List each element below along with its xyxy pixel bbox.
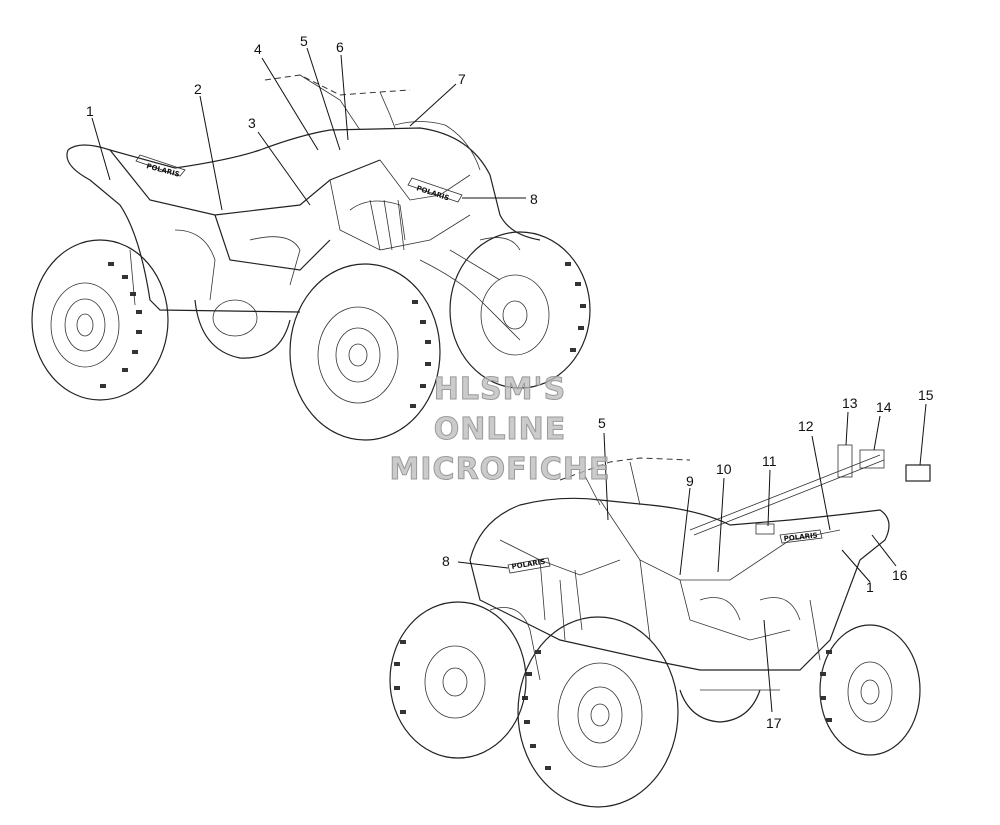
callout-right-8: 8	[442, 553, 450, 569]
watermark-line-1: HLSM'S	[433, 372, 567, 408]
callout-right-13: 13	[842, 395, 858, 411]
seat-decal-text-right: POLARIS	[783, 531, 818, 543]
watermark-line-2: ONLINE	[433, 412, 567, 448]
callout-right-16: 16	[892, 567, 908, 583]
atv-right-seat-decal: POLARIS	[779, 529, 823, 544]
callout-left-6: 6	[336, 39, 344, 55]
side-decal-text: POLARIS	[415, 184, 450, 202]
callout-right-11: 11	[762, 453, 777, 469]
atv-right-side-decal: POLARIS	[507, 557, 551, 574]
atv-right-front-wheel	[517, 616, 679, 808]
callout-right-5: 5	[598, 415, 606, 431]
callout-left-2: 2	[194, 81, 202, 97]
decal-13-placard	[837, 444, 853, 478]
atv-left-rear-far-wheel	[194, 299, 291, 359]
watermark-line-3: MICROFICHE	[389, 452, 611, 488]
atv-right-front-far-wheel	[389, 601, 527, 759]
atv-left-seat-decal: POLARIS	[135, 154, 186, 179]
callout-right-17: 17	[766, 715, 782, 731]
callout-right-14: 14	[876, 399, 892, 415]
callout-left-1: 1	[86, 103, 94, 119]
atv-right-rear-wheel	[819, 624, 921, 756]
atv-left-view: POLARIS POLARIS 1 2 3 4 5 6 7 8	[31, 33, 591, 441]
callout-right-12: 12	[798, 418, 814, 434]
callout-right-15: 15	[918, 387, 934, 403]
atv-left-rear-wheel	[31, 239, 169, 401]
decal-11-placard	[755, 523, 775, 535]
callout-left-4: 4	[254, 41, 262, 57]
callouts-right: 5 8 9 10 11 12 13 14 15 16 1 17	[442, 387, 934, 731]
atv-right-rear-far-wheel	[679, 689, 761, 723]
callout-left-7: 7	[458, 71, 466, 87]
decal-15-placard	[905, 464, 931, 482]
callout-right-9: 9	[686, 473, 694, 489]
callouts-left: 1 2 3 4 5 6 7 8	[86, 33, 538, 211]
atv-left-front-wheel	[289, 263, 441, 441]
callout-right-1: 1	[866, 579, 874, 595]
decal-14-placard	[859, 449, 885, 469]
callout-right-10: 10	[716, 461, 732, 477]
callout-left-5: 5	[300, 33, 308, 49]
callout-left-8: 8	[530, 191, 538, 207]
atv-right-view: POLARIS POLARIS 5 8 9 10 11 12	[389, 387, 934, 808]
callout-left-3: 3	[248, 115, 256, 131]
atv-left-front-far-wheel	[449, 231, 591, 389]
